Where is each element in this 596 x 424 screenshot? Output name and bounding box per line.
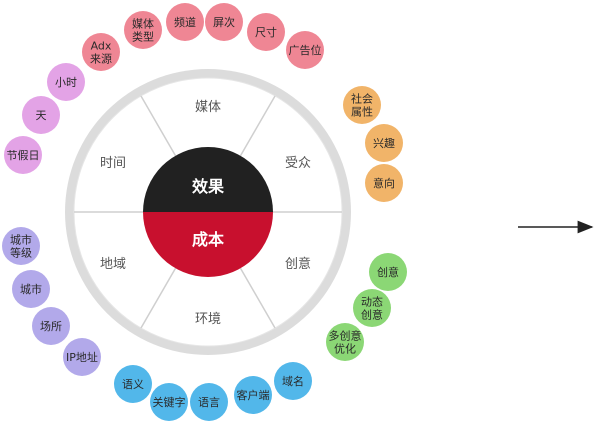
- bubble-label: 社会: [351, 92, 373, 106]
- bubble-circle: [274, 362, 312, 400]
- bubble-label: 域名: [282, 374, 304, 388]
- bubble-circle: [343, 86, 381, 124]
- bubble-circle: [365, 124, 403, 162]
- bubble-media-4: 尺寸: [247, 13, 285, 51]
- bubble-circle: [326, 323, 364, 361]
- bubble-circle: [150, 383, 188, 421]
- bubble-label: 广告位: [289, 43, 322, 57]
- core-top-half: [143, 147, 273, 212]
- bubble-circle: [22, 96, 60, 134]
- bubble-circle: [4, 136, 42, 174]
- bubble-audience-1: 兴趣: [365, 124, 403, 162]
- bubble-circle: [2, 227, 40, 265]
- bubble-media-3: 屏次: [205, 3, 243, 41]
- bubble-region-1: 城市: [12, 270, 50, 308]
- bubble-label: 尺寸: [255, 25, 277, 39]
- bubble-label: 语言: [198, 396, 220, 409]
- bubble-circle: [234, 376, 272, 414]
- bubble-label: 关键字: [153, 395, 186, 409]
- bubble-circle: [205, 3, 243, 41]
- bubble-audience-2: 意向: [365, 164, 403, 202]
- bubble-region-2: 场所: [32, 307, 70, 345]
- bubble-circle: [114, 365, 152, 403]
- bubble-circle: [190, 383, 228, 421]
- bubble-label: 小时: [55, 76, 77, 89]
- bubble-environment-3: 客户端: [234, 376, 272, 414]
- bubble-environment-0: 语义: [114, 365, 152, 403]
- bubble-region-3: IP地址: [63, 338, 101, 376]
- segment-label-media: 媒体: [195, 100, 221, 115]
- bubble-label: 意向: [373, 176, 395, 190]
- bubble-label: 属性: [351, 105, 373, 119]
- bubble-label: 动态: [361, 296, 383, 309]
- bubble-label: 场所: [40, 319, 62, 333]
- bubble-label: 兴趣: [373, 136, 395, 150]
- bubble-label: 类型: [132, 30, 154, 44]
- bubble-label: 媒体: [132, 17, 154, 31]
- bubble-label: 创意: [361, 308, 383, 322]
- bubble-time-1: 天: [22, 96, 60, 134]
- bubble-label: 屏次: [213, 15, 235, 29]
- bubble-time-0: 节假日: [4, 136, 42, 174]
- bubble-circle: [353, 289, 391, 327]
- segment-label-region: 地域: [100, 257, 126, 272]
- bubble-label: 多创意: [329, 329, 362, 343]
- bubble-environment-1: 关键字: [150, 383, 188, 421]
- center-core: 效果 成本: [143, 147, 273, 277]
- bubble-circle: [365, 164, 403, 202]
- bubble-label: Adx: [91, 40, 112, 53]
- bubble-label: 优化: [334, 342, 356, 356]
- bubble-creative-0: 创意: [369, 253, 407, 291]
- bubble-label: 来源: [90, 52, 112, 66]
- bubble-circle: [32, 307, 70, 345]
- bubble-label: 城市: [20, 282, 42, 296]
- bubble-circle: [82, 33, 120, 71]
- bubble-circle: [369, 253, 407, 291]
- bubble-label: IP地址: [66, 350, 98, 364]
- bubble-circle: [124, 11, 162, 49]
- core-label-cost: 成本: [192, 230, 224, 249]
- bubble-media-2: 频道: [166, 3, 204, 41]
- bubble-label: 节假日: [7, 148, 40, 162]
- bubble-label: 创意: [377, 265, 399, 279]
- bubble-circle: [12, 270, 50, 308]
- bubble-circle: [286, 31, 324, 69]
- bubble-circle: [247, 13, 285, 51]
- segment-label-environment: 环境: [195, 312, 221, 327]
- bubble-circle: [47, 63, 85, 101]
- bubble-label: 频道: [174, 15, 196, 29]
- bubble-label: 语义: [122, 378, 144, 391]
- bubble-circle: [166, 3, 204, 41]
- bubble-label: 天: [36, 109, 47, 122]
- bubble-label: 客户端: [237, 388, 270, 402]
- bubble-time-2: 小时: [47, 63, 85, 101]
- core-bottom-half: [143, 212, 273, 277]
- core-label-effect: 效果: [192, 177, 224, 196]
- bubble-groups: Adx来源媒体类型频道屏次尺寸广告位社会属性兴趣意向创意动态创意多创意优化语义关…: [2, 3, 407, 421]
- bubble-environment-4: 域名: [274, 362, 312, 400]
- bubble-environment-2: 语言: [190, 383, 228, 421]
- bubble-label: 等级: [10, 246, 32, 260]
- segment-label-time: 时间: [100, 156, 126, 171]
- segment-label-creative: 创意: [285, 256, 311, 272]
- bubble-label: 城市: [10, 233, 32, 247]
- segment-label-audience: 受众: [285, 156, 311, 171]
- bubble-circle: [63, 338, 101, 376]
- bubble-media-5: 广告位: [286, 31, 324, 69]
